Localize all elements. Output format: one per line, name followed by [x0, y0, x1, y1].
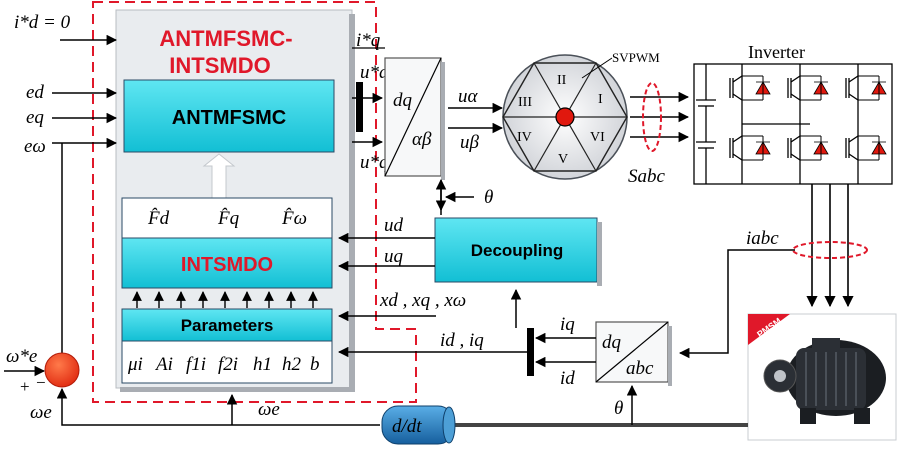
iabc-label: iabc: [746, 228, 779, 249]
param-f1: f1i: [186, 354, 206, 375]
dq-abc-shadow: [668, 326, 672, 386]
smc-block-label: ANTMFSMC: [172, 107, 286, 129]
ud-ref-label: u*d: [360, 62, 389, 83]
iabc-ring: [792, 241, 868, 259]
param-mu: μi: [127, 354, 143, 375]
svpwm-hexagon: [502, 54, 628, 180]
dq-abc-top: dq: [602, 332, 622, 353]
current-bus-bar: [527, 328, 534, 376]
decoupling-shadow: [597, 222, 602, 286]
dq-alphabeta-top: dq: [393, 90, 413, 111]
sector-ii: II: [557, 73, 567, 88]
parameters-block-label: Parameters: [181, 316, 274, 335]
derivative-label: d/dt: [392, 416, 422, 437]
ew-label: eω: [24, 136, 46, 157]
param-h2: h2: [282, 354, 302, 375]
states-label: xd , xq , xω: [379, 290, 466, 311]
inverter-label: Inverter: [748, 42, 805, 62]
theta-label: θ: [484, 187, 493, 208]
decoupling-label: Decoupling: [471, 241, 564, 260]
observer-block-label: INTSMDO: [181, 254, 273, 276]
fhat-d-label: F̂d: [147, 208, 170, 229]
id-iq-label: id , iq: [440, 330, 484, 351]
estimates-row: [121, 197, 333, 239]
param-b: b: [310, 354, 320, 375]
parameter-symbols-row: [121, 340, 333, 384]
u-beta-label: uβ: [460, 132, 480, 153]
sector-i: I: [598, 92, 603, 107]
uq-ref-label: u*q: [360, 152, 389, 173]
controller-boundary: [92, 1, 417, 403]
id-fb-label: id: [560, 368, 575, 389]
iq-ref-label: i*q: [356, 30, 381, 51]
plus-sign: +: [20, 377, 30, 396]
pmsm-motor: [747, 313, 897, 441]
diode-links: [742, 75, 880, 161]
dq-alphabeta-bottom: αβ: [412, 129, 432, 150]
id-ref-label: i*d = 0: [14, 12, 71, 33]
svpwm-callout-line: [581, 57, 613, 79]
smc-block: [123, 79, 335, 153]
sector-iii: III: [518, 95, 532, 110]
ud-label: ud: [384, 215, 404, 236]
sabc-ring: [642, 82, 662, 152]
svpwm-label: SVPWM: [612, 50, 660, 65]
sector-vi: VI: [590, 130, 605, 145]
dq-alphabeta-diagonal: [384, 57, 442, 177]
igbt-switches: [729, 75, 859, 161]
sector-iv: IV: [517, 130, 532, 145]
sabc-label: Sabc: [628, 166, 666, 187]
output-bus-bar: [356, 82, 363, 132]
controller-title-line2: INTSMDO: [169, 53, 270, 78]
sector-v: V: [558, 152, 568, 167]
dq-abc-diagonal: [595, 321, 669, 383]
omega-feedback-line: [56, 387, 380, 426]
omega-ref-label: ω*e: [6, 346, 37, 367]
fhat-w-label: F̂ω: [281, 208, 307, 229]
panel-shadow: [349, 14, 355, 392]
param-f2: f2i: [218, 354, 238, 375]
param-h1: h1: [253, 354, 272, 375]
panel-shadow-bottom: [120, 387, 355, 392]
inverter-circuit: [693, 63, 893, 185]
u-alpha-label: uα: [458, 86, 479, 107]
iabc-feedback-line: [678, 249, 795, 359]
dq-abc-bottom: abc: [626, 358, 654, 379]
decoupling-block: [434, 217, 598, 283]
observer-block: [121, 237, 333, 289]
derivative-cap: [442, 406, 456, 444]
parameters-block: [121, 308, 333, 342]
omega-fb-label: ωe: [30, 402, 52, 423]
svpwm-center-dot: [555, 107, 575, 127]
controller-title-line1: ANTMFSMC-: [159, 26, 292, 51]
uq-label: uq: [384, 246, 404, 267]
fhat-q-label: F̂q: [217, 208, 240, 229]
feedback-up-arrow: [202, 153, 236, 201]
minus-sign: −: [36, 373, 46, 392]
theta2-label: θ: [614, 398, 623, 419]
param-a: Ai: [154, 354, 173, 375]
omega-e-label: ωe: [258, 399, 280, 420]
ed-label: ed: [26, 82, 44, 103]
summing-junction: [44, 352, 80, 388]
dq-alphabeta-shadow: [441, 62, 445, 180]
iq-fb-label: iq: [560, 314, 575, 335]
param-arrows: [132, 291, 318, 308]
eq-label: eq: [26, 107, 44, 128]
